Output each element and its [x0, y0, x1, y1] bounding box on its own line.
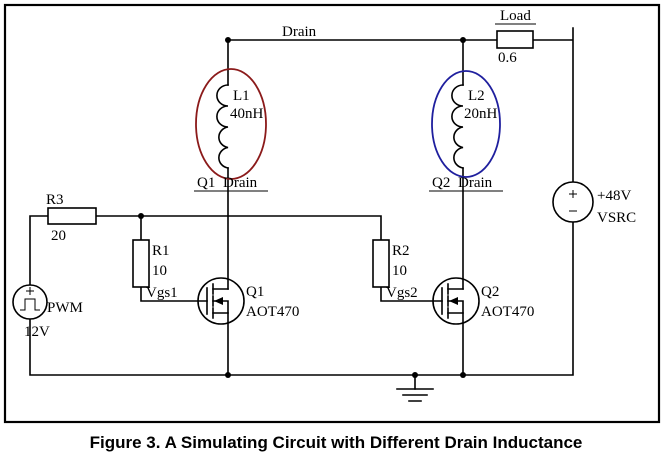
r3-value: 20	[51, 228, 66, 244]
junction-dot	[138, 213, 144, 219]
vgs2-net-label: Vgs2	[386, 285, 418, 301]
q1-ref-label: Q1	[246, 284, 264, 300]
l1-label: L1	[233, 88, 250, 104]
pwm-pulse-icon	[20, 298, 40, 311]
q1-drain-node-label: Q1 Drain	[194, 175, 268, 192]
r2-value: 10	[392, 263, 407, 279]
vsrc-value-label: +48V	[597, 188, 631, 204]
vgs1-net-label: Vgs1	[146, 285, 178, 301]
q1-drain-net: Drain	[223, 175, 258, 191]
circuit-wires	[29, 27, 574, 390]
mosfet-q2-body-circle	[432, 277, 480, 325]
l1-highlight-ellipse	[195, 68, 267, 180]
l2-highlight-ellipse	[431, 70, 501, 178]
inductor-l1-coil	[216, 84, 229, 169]
r3-label: R3	[46, 192, 64, 208]
drain-net-label: Drain	[282, 24, 317, 40]
mosfet-q1-body-circle	[197, 277, 245, 325]
mosfet-q1-arrow	[214, 297, 223, 305]
pwm-label: PWM	[47, 300, 83, 316]
pwm-source: PWM 12V	[12, 284, 83, 340]
q2-ref-label: Q2	[481, 284, 499, 300]
vsrc-name-label: VSRC	[597, 210, 636, 226]
q2-drain-net: Drain	[458, 175, 493, 191]
junction-dot	[460, 37, 466, 43]
mosfet-q2-arrow	[449, 297, 458, 305]
vsrc-body-circle	[552, 181, 594, 223]
pwm-plus-mark	[26, 287, 34, 295]
vsrc-source: +48V VSRC	[552, 181, 636, 226]
l1-value: 40nH	[230, 106, 264, 122]
resistor-r1-body	[132, 239, 150, 288]
r2-label: R2	[392, 243, 410, 259]
vsrc-plus-mark	[569, 190, 577, 198]
q2-drain-node-label: Q2 Drain	[429, 175, 503, 192]
inductor-l1: L1 40nH	[195, 68, 267, 180]
load-value: 0.6	[498, 50, 517, 66]
inductor-l2: L2 20nH	[431, 70, 501, 178]
l2-label: L2	[468, 88, 485, 104]
load-resistor: Load 0.6	[495, 8, 536, 66]
junction-dots	[138, 37, 466, 378]
r1-value: 10	[152, 263, 167, 279]
l2-value: 20nH	[464, 106, 498, 122]
ground-symbol	[396, 388, 434, 402]
resistor-r3-body	[47, 207, 97, 225]
junction-dot	[225, 37, 231, 43]
resistor-r2-body	[372, 239, 390, 288]
junction-dot	[412, 372, 418, 378]
ground-bars	[396, 388, 434, 402]
load-resistor-body	[496, 30, 534, 49]
q2-part-label: AOT470	[481, 304, 534, 320]
figure-caption: Figure 3. A Simulating Circuit with Diff…	[90, 433, 583, 452]
pwm-value: 12V	[24, 324, 50, 340]
resistor-r2: R2 10	[372, 239, 410, 288]
q2-drain-ref: Q2	[432, 175, 450, 191]
q1-drain-ref: Q1	[197, 175, 215, 191]
resistor-r3: R3 20	[46, 192, 97, 244]
circuit-frame	[3, 3, 661, 424]
inductor-l2-coil	[451, 84, 464, 169]
junction-dot	[460, 372, 466, 378]
r1-label: R1	[152, 243, 170, 259]
mosfet-q1: Q1 AOT470	[197, 277, 299, 325]
q1-part-label: AOT470	[246, 304, 299, 320]
junction-dot	[225, 372, 231, 378]
resistor-r1: R1 10	[132, 239, 170, 288]
mosfet-q2: Q2 AOT470	[432, 277, 534, 325]
load-label: Load	[500, 8, 531, 24]
